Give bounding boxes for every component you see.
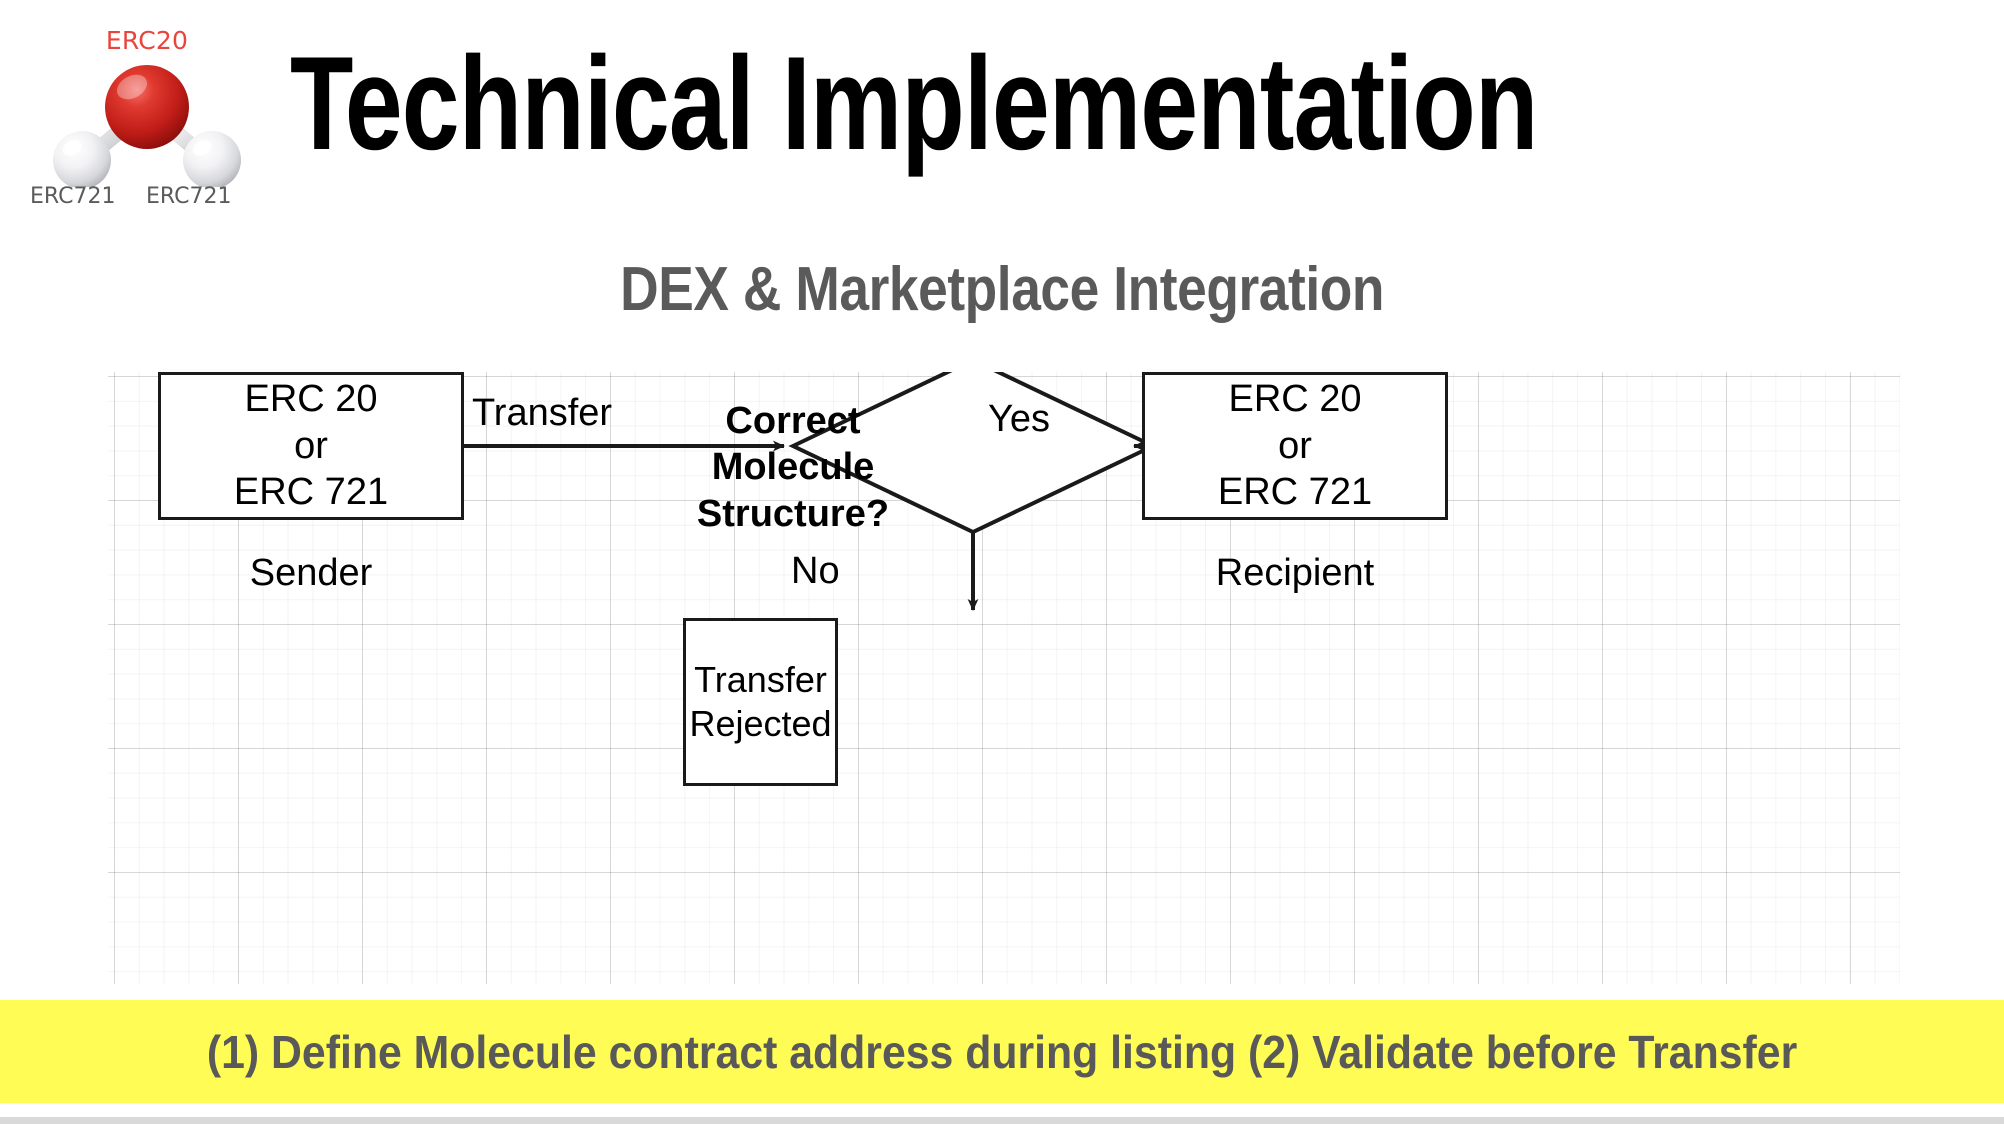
logo-erc721-right-label: ERC721	[146, 184, 232, 209]
node-recipient-line-1: ERC 20	[1228, 378, 1362, 421]
node-recipient-line-2: or	[1278, 424, 1312, 467]
node-rejected-line-1: Transfer	[694, 659, 827, 701]
node-sender-line-2: or	[294, 424, 328, 467]
caption-sender: Sender	[249, 552, 373, 594]
node-transfer-rejected-box[interactable]: Transfer Rejected	[683, 618, 838, 786]
node-sender-line-1: ERC 20	[244, 378, 378, 421]
bottom-divider	[0, 1117, 2004, 1124]
atom-hydrogen-left	[53, 131, 111, 187]
node-recipient-box[interactable]: ERC 20 or ERC 721	[1142, 372, 1448, 520]
page-subtitle: DEX & Marketplace Integration	[0, 254, 2004, 325]
hydrogen-left-highlight	[62, 140, 82, 156]
atom-hydrogen-right	[183, 131, 241, 187]
hydrogen-right-highlight	[192, 140, 212, 156]
molecule-graphic	[53, 65, 241, 187]
footer-highlight-bar: (1) Define Molecule contract address dur…	[0, 1000, 2004, 1103]
edge-label-no: No	[791, 550, 840, 592]
oxygen-highlight	[116, 74, 148, 100]
node-decision-text: Correct Molecule Structure?	[668, 398, 918, 537]
logo-erc20-label: ERC20	[105, 26, 189, 55]
node-sender-box[interactable]: ERC 20 or ERC 721	[158, 372, 464, 520]
footer-note-text: (1) Define Molecule contract address dur…	[206, 1025, 1798, 1078]
node-sender-line-3: ERC 721	[233, 471, 389, 514]
logo-erc721-left-label: ERC721	[30, 184, 116, 209]
edge-label-transfer: Transfer	[472, 392, 613, 434]
caption-recipient: Recipient	[1215, 552, 1375, 594]
flowchart-diagram: ERC 20 or ERC 721 ERC 20 or ERC 721 Tran…	[108, 372, 1900, 984]
node-rejected-line-2: Rejected	[689, 703, 832, 744]
page-subtitle-text: DEX & Marketplace Integration	[620, 255, 1384, 324]
node-decision-line-2: Molecule	[711, 446, 875, 489]
node-decision-line-1: Correct	[725, 400, 861, 442]
molecule-logo: ERC20	[22, 8, 272, 209]
node-recipient-line-3: ERC 721	[1217, 471, 1373, 514]
atom-oxygen	[105, 65, 189, 149]
edge-label-yes: Yes	[988, 398, 1050, 440]
page-title: Technical Implementation	[290, 30, 1538, 178]
node-decision-line-3: Structure?	[696, 492, 890, 535]
